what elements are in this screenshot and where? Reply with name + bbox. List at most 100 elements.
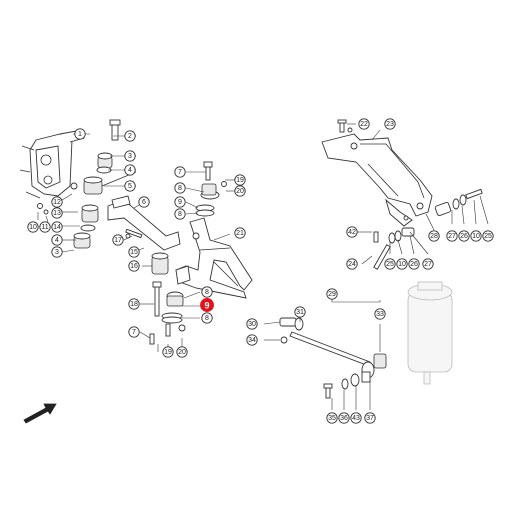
adjustment-plate	[321, 119, 433, 227]
callout: 7	[174, 166, 186, 178]
pivot-hardware	[149, 161, 227, 345]
callout-circle	[27, 221, 39, 233]
callout-circle	[201, 286, 213, 298]
callout: 21	[234, 227, 246, 239]
bushings-upper	[70, 152, 137, 195]
callout-label: 33	[376, 311, 384, 318]
callout-label: 12	[53, 199, 61, 206]
callout-circle	[470, 230, 482, 242]
callout: 27	[422, 258, 434, 270]
callout-circle	[112, 234, 124, 246]
callout-circle	[174, 182, 186, 194]
callout-label: 15	[130, 249, 138, 256]
callout-label: 9	[204, 300, 209, 310]
callout-label: 17	[114, 237, 122, 244]
callout: 1	[74, 128, 86, 140]
callout: 14	[51, 221, 63, 233]
callout-label: 1	[78, 131, 82, 138]
callout-circle	[124, 164, 136, 176]
callout: 25	[482, 230, 494, 242]
callout-circle	[128, 298, 140, 310]
callout: 31	[294, 306, 306, 318]
callout-circle	[446, 230, 458, 242]
callout-circle	[174, 166, 186, 178]
callout: 7	[128, 326, 140, 338]
callout-label: 8	[205, 315, 209, 322]
callout-label: 3	[128, 153, 132, 160]
callout-label: 31	[296, 309, 304, 316]
callout-circle	[201, 312, 213, 324]
callout-label: 36	[340, 415, 348, 422]
callout: 27	[446, 230, 458, 242]
callout: 42	[346, 226, 358, 238]
callout-label: 10	[398, 261, 406, 268]
callout: 8	[201, 286, 213, 298]
callout: 16	[128, 260, 140, 272]
callout-circle	[364, 412, 376, 424]
callout-label: 34	[248, 337, 256, 344]
callout-circle	[326, 412, 338, 424]
callout-label: 10	[472, 233, 480, 240]
callout-circle	[396, 258, 408, 270]
callout-circle	[234, 227, 246, 239]
callout: 15	[128, 246, 140, 258]
callout-label: 10	[29, 224, 37, 231]
callout-circle	[482, 230, 494, 242]
tank-ghost	[407, 281, 453, 385]
callout-label: 42	[348, 229, 356, 236]
callout: 4	[124, 164, 136, 176]
callout: 5	[124, 180, 136, 192]
callout-circle	[128, 260, 140, 272]
callout-label: 19	[236, 177, 244, 184]
callout: 8	[174, 208, 186, 220]
callout-circle	[294, 306, 306, 318]
callout: 11	[39, 221, 51, 233]
callout-label: 20	[178, 349, 186, 356]
callout-label: 26	[410, 261, 418, 268]
callout: 23	[384, 118, 396, 130]
callout-circle	[174, 196, 186, 208]
callout: 24	[346, 258, 358, 270]
callout: 17	[112, 234, 124, 246]
callout-circle	[138, 196, 150, 208]
callout-label: 27	[424, 261, 432, 268]
callout-circle	[200, 298, 214, 312]
callout: 28	[428, 230, 440, 242]
callout-circle	[51, 207, 63, 219]
callout-label: 7	[178, 169, 182, 176]
callout: 3	[124, 150, 136, 162]
callout-label: 29	[328, 291, 336, 298]
callout-circle	[246, 334, 258, 346]
callout-label: 24	[348, 261, 356, 268]
callout: 20	[234, 185, 246, 197]
callout-circle	[162, 346, 174, 358]
callout: 35	[326, 412, 338, 424]
callout-circle	[408, 258, 420, 270]
callout-label: 14	[53, 224, 61, 231]
callout-label: 19	[164, 349, 172, 356]
callout-label: 16	[130, 263, 138, 270]
callout-label: 22	[360, 121, 368, 128]
callout: 36	[338, 412, 350, 424]
callout-circle	[338, 412, 350, 424]
callout: 43	[350, 412, 362, 424]
callout: 2	[124, 130, 136, 142]
callout: 6	[138, 196, 150, 208]
callout-label: 35	[328, 415, 336, 422]
spacer-bushing	[151, 252, 169, 275]
callout: 3	[51, 246, 63, 258]
callout-label: 9	[178, 199, 182, 206]
callout-label: 4	[55, 237, 59, 244]
bushings-lower	[37, 203, 99, 249]
callout: 37	[364, 412, 376, 424]
callout-circle	[350, 412, 362, 424]
callout-circle	[374, 308, 386, 320]
callout-circle	[422, 258, 434, 270]
callout-circle	[51, 234, 63, 246]
callout-circle	[346, 258, 358, 270]
callout-circle	[51, 196, 63, 208]
direction-arrow-icon	[23, 403, 57, 424]
callout-circle	[124, 150, 136, 162]
